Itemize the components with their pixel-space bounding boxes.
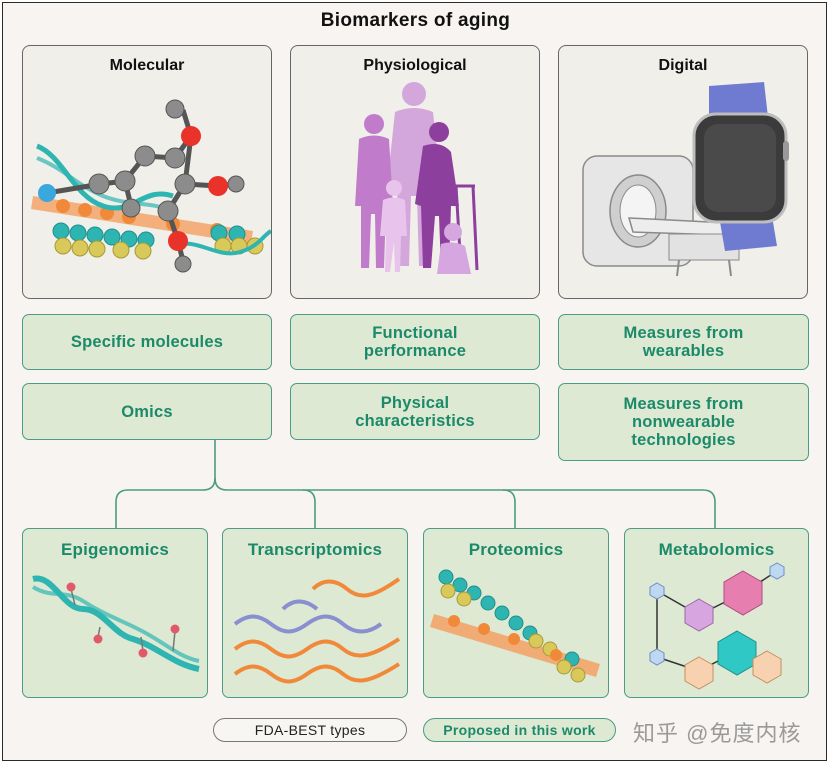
nonwearable-line1: Measures from (623, 395, 744, 413)
figure-title: Biomarkers of aging (320, 10, 511, 31)
physical-characteristics-line2: characteristics (355, 411, 475, 430)
metabolite-network-icon (649, 562, 785, 690)
transcriptomics-title: Transcriptomics (247, 540, 383, 559)
nonwearable-line3: technologies (631, 431, 736, 449)
proteomics-title: Proteomics (468, 540, 564, 559)
digital-panel: Digital (558, 45, 808, 299)
nonwearable-line2: nonwearable (631, 413, 736, 431)
specific-molecules-box: Specific molecules (22, 314, 272, 370)
functional-performance-box: Functional performance (290, 314, 540, 370)
legend-proposed: Proposed in this work (423, 718, 616, 742)
physical-characteristics-box: Physical characteristics (290, 383, 540, 440)
molecular-title: Molecular (109, 57, 185, 74)
omics-box: Omics (22, 383, 272, 440)
methylated-dna-icon (31, 575, 200, 672)
mri-smartwatch-illustration (582, 82, 789, 277)
epigenomics-title: Epigenomics (60, 540, 169, 559)
physical-characteristics-line1: Physical (380, 393, 450, 412)
functional-performance-line2: performance (363, 342, 467, 360)
wearables-line2: wearables (642, 342, 725, 360)
specific-molecules-label: Specific molecules (70, 333, 224, 351)
metabolomics-box: Metabolomics (624, 528, 809, 698)
wearables-box: Measures from wearables (558, 314, 809, 370)
physiological-panel: Physiological (290, 45, 540, 299)
epigenomics-box: Epigenomics (22, 528, 208, 698)
transcriptomics-box: Transcriptomics (222, 528, 408, 698)
metabolomics-title: Metabolomics (658, 540, 775, 559)
rna-strands-icon (233, 577, 401, 684)
people-silhouettes-illustration (355, 82, 479, 274)
physiological-title: Physiological (363, 57, 467, 74)
molecule-dna-illustration (31, 99, 271, 273)
digital-title: Digital (658, 57, 708, 74)
molecular-panel: Molecular (22, 45, 272, 299)
proteomics-box: Proteomics (423, 528, 609, 698)
omics-label: Omics (121, 402, 173, 421)
functional-performance-line1: Functional (372, 324, 458, 342)
watermark: 知乎 @免度内核 (633, 721, 802, 746)
legend-fda-best: FDA-BEST types (213, 718, 407, 742)
protein-chain-icon (430, 569, 600, 683)
nonwearable-box: Measures from nonwearable technologies (558, 383, 809, 461)
wearables-line1: Measures from (623, 324, 744, 342)
